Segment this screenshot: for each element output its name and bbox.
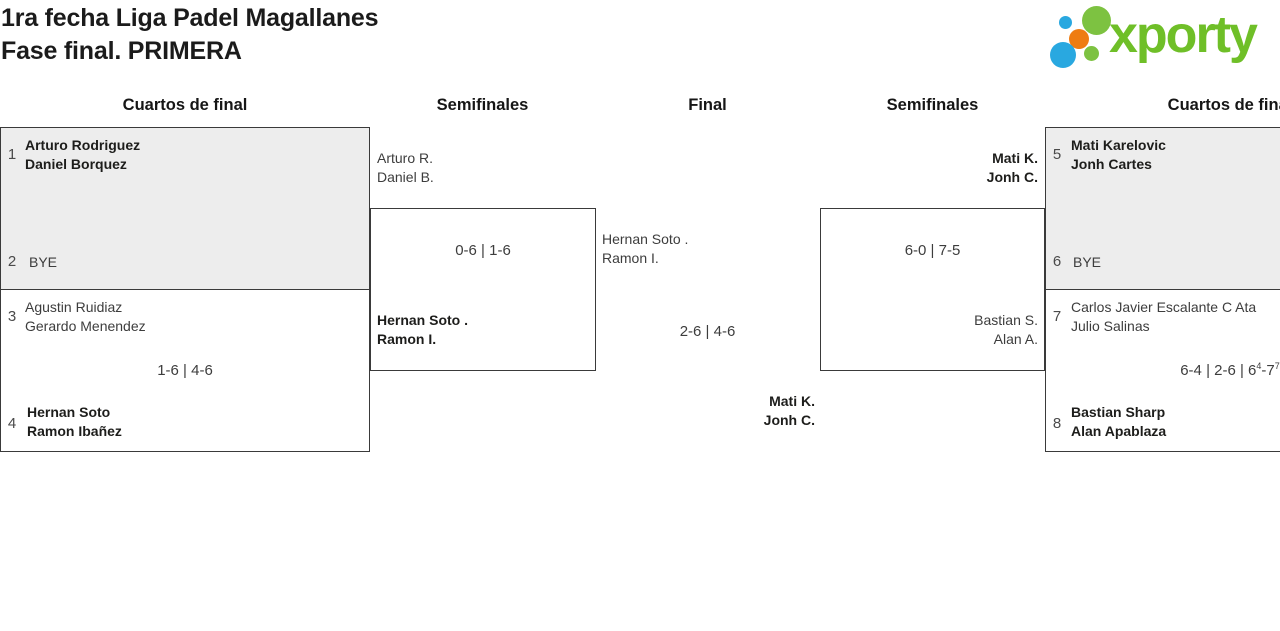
match-box-sf2[interactable] <box>820 208 1045 371</box>
column-header-quarterfinals-left: Cuartos de final <box>122 96 248 114</box>
page-title: 1ra fecha Liga Padel Magallanes Fase fin… <box>1 2 378 68</box>
seed-number: 3 <box>7 308 17 325</box>
logo-dot-blue-small-icon <box>1059 16 1072 29</box>
score-segment: -7 <box>1261 362 1275 379</box>
player-name: Arturo Rodriguez <box>25 137 141 153</box>
player-name: Ramon I. <box>377 331 437 347</box>
team-name: Mati Karelovic Jonh Cartes <box>1071 136 1166 174</box>
xporty-wordmark: xporty <box>1109 6 1258 64</box>
bye-label: BYE <box>1073 254 1102 270</box>
team-name: Mati K. Jonh C. <box>820 149 1038 187</box>
seed-number: 5 <box>1052 146 1062 163</box>
column-header-semifinals-right: Semifinales <box>886 96 979 114</box>
player-name: Bastian S. <box>974 312 1038 328</box>
match-box-qf1[interactable] <box>0 127 370 290</box>
player-name: Alan Apablaza <box>1071 423 1167 439</box>
logo-dot-green-large-icon <box>1082 6 1111 35</box>
score-tiebreak-superscript: 7 <box>1274 361 1280 371</box>
match-score: 0-6 | 1-6 <box>455 242 511 259</box>
seed-number: 8 <box>1052 415 1062 432</box>
xporty-logo[interactable]: xporty <box>1045 0 1280 80</box>
team-name: Hernan Soto . Ramon I. <box>602 230 688 268</box>
player-name: Mati Karelovic <box>1071 137 1166 153</box>
logo-dot-orange-icon <box>1069 29 1089 49</box>
match-score: 2-6 | 4-6 <box>679 323 736 340</box>
score-segment: 6-4 | 2-6 | 6 <box>1180 362 1257 379</box>
player-name: Ramon Ibañez <box>27 423 122 439</box>
team-name: Hernan Soto . Ramon I. <box>377 311 468 349</box>
bye-label: BYE <box>29 254 58 270</box>
player-name: Agustin Ruidiaz <box>25 299 123 315</box>
match-score: 6-0 | 7-5 <box>904 242 961 259</box>
player-name: Daniel Borquez <box>25 156 127 172</box>
seed-number: 7 <box>1052 308 1062 325</box>
seed-number: 1 <box>7 146 17 163</box>
player-name: Mati K. <box>769 393 815 409</box>
team-name: Arturo Rodriguez Daniel Borquez <box>25 136 140 174</box>
column-header-quarterfinals-right: Cuartos de final <box>1167 96 1280 114</box>
column-header-semifinals-left: Semifinales <box>436 96 529 114</box>
player-name: Ramon I. <box>602 250 659 266</box>
tournament-subtitle: Fase final. PRIMERA <box>1 37 242 65</box>
match-score: 6-4 | 2-6 | 64-77 <box>1045 362 1280 380</box>
seed-number: 2 <box>7 253 17 270</box>
column-header-final: Final <box>688 96 727 114</box>
player-name: Jonh C. <box>763 412 815 428</box>
tournament-title: 1ra fecha Liga Padel Magallanes <box>1 4 379 32</box>
seed-number: 6 <box>1052 253 1062 270</box>
player-name: Jonh C. <box>986 169 1038 185</box>
seed-number: 4 <box>7 415 17 432</box>
logo-dot-blue-large-icon <box>1050 42 1076 68</box>
match-box-qf2[interactable] <box>0 289 370 452</box>
player-name: Bastian Sharp <box>1071 404 1166 420</box>
player-name: Arturo R. <box>377 150 434 166</box>
champion-team-name: Mati K. Jonh C. <box>595 392 815 430</box>
player-name: Alan A. <box>993 331 1038 347</box>
match-box-sf1[interactable] <box>370 208 596 371</box>
player-name: Jonh Cartes <box>1071 156 1152 172</box>
player-name: Hernan Soto . <box>377 312 469 328</box>
score-tiebreak-superscript: 4 <box>1256 361 1262 371</box>
team-name: Carlos Javier Escalante C Ata Julio Sali… <box>1071 298 1256 336</box>
player-name: Hernan Soto . <box>602 231 689 247</box>
team-name: Arturo R. Daniel B. <box>377 149 434 187</box>
logo-dot-green-small-icon <box>1084 46 1099 61</box>
player-name: Daniel B. <box>377 169 434 185</box>
match-box-qf3[interactable] <box>1045 127 1280 290</box>
team-name: Hernan Soto Ramon Ibañez <box>27 403 122 441</box>
team-name: Bastian S. Alan A. <box>820 311 1038 349</box>
player-name: Julio Salinas <box>1071 318 1150 334</box>
player-name: Gerardo Menendez <box>25 318 146 334</box>
player-name: Carlos Javier Escalante C Ata <box>1071 299 1257 315</box>
match-box-qf4[interactable] <box>1045 289 1280 452</box>
player-name: Mati K. <box>992 150 1038 166</box>
team-name: Bastian Sharp Alan Apablaza <box>1071 403 1166 441</box>
player-name: Hernan Soto <box>27 404 111 420</box>
team-name: Agustin Ruidiaz Gerardo Menendez <box>25 298 146 336</box>
match-score: 1-6 | 4-6 <box>157 362 213 379</box>
